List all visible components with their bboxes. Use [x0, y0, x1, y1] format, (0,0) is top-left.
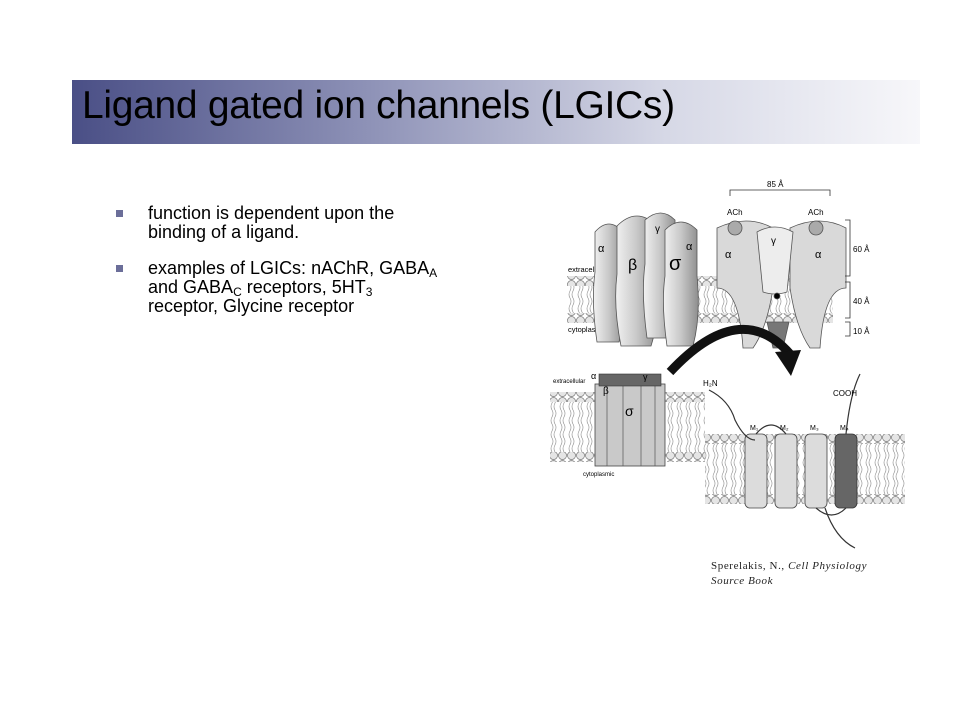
alpha-label: α [598, 243, 605, 255]
sigma-label: σ [669, 253, 682, 275]
square-bullet-icon [116, 210, 123, 217]
beta-label: β [628, 257, 637, 274]
arrowhead-icon [775, 350, 801, 376]
dim-40-label: 40 Å [853, 297, 870, 306]
alpha-label: α [815, 249, 822, 261]
sigma-label: σ [625, 403, 634, 419]
m4-label: M₄ [840, 425, 849, 432]
helix-m1 [744, 433, 768, 509]
helix-m3 [804, 433, 828, 509]
gamma-label: γ [655, 224, 660, 235]
bullet-text: and GABAC receptors, 5HT3 [148, 277, 373, 299]
width-85-label: 85 Å [767, 180, 784, 189]
dimension-brackets [729, 189, 851, 337]
ach-right-label: ACh [808, 208, 824, 217]
subunit-topology [705, 373, 905, 549]
cytoplasmic-label: cytoplasmic [568, 325, 607, 334]
gamma-label: γ [643, 372, 648, 382]
bullet-item-function: function is dependent upon the binding o… [112, 204, 552, 242]
membrane-block-3d [550, 373, 705, 467]
alpha-label: α [725, 249, 732, 261]
receptor-cross-section [716, 220, 847, 349]
curved-arrow-icon [666, 325, 794, 376]
figure-citation: Sperelakis, N., Cell Physiology Source B… [711, 560, 868, 587]
ach-ligand-icon [808, 220, 824, 236]
m2-label: M₂ [780, 425, 789, 432]
m3-label: M₃ [810, 425, 819, 432]
receptor-diagram: extracellular cytoplasmic α β γ σ α ACh … [550, 180, 905, 549]
c-terminus-label: COOH [833, 389, 857, 398]
receptor-figure: extracellular cytoplasmic α β γ σ α ACh … [495, 172, 940, 562]
n-terminus-label: H₂N [703, 379, 718, 388]
ach-ligand-icon [727, 220, 743, 236]
alpha-label: α [686, 241, 693, 253]
bullet-text: receptor, Glycine receptor [148, 296, 355, 316]
helix-m4 [834, 433, 858, 509]
bullet-list: function is dependent upon the binding o… [112, 204, 552, 333]
gamma-label: γ [771, 236, 776, 247]
bullet-item-examples: examples of LGICs: nAChR, GABAA and GABA… [112, 259, 552, 316]
m1-label: M₁ [750, 425, 759, 432]
dim-60-label: 60 Å [853, 245, 870, 254]
square-bullet-icon [116, 265, 123, 272]
receptor-pentamer-3d [593, 212, 699, 347]
bullet-text: binding of a ligand. [148, 222, 300, 242]
ach-left-label: ACh [727, 208, 743, 217]
title-bar [72, 80, 920, 144]
bullet-text: examples of LGICs: nAChR, GABAA [148, 258, 438, 280]
alpha-label: α [591, 371, 596, 381]
beta-label: β [603, 386, 609, 397]
dim-10-label: 10 Å [853, 327, 870, 336]
helix-m2 [774, 433, 798, 509]
cytoplasmic-label: cytoplasmic [583, 472, 614, 478]
extracellular-label: extracellular [568, 265, 609, 274]
slide-title: Ligand gated ion channels (LGICs) [82, 84, 675, 127]
extracellular-label: extracellular [553, 379, 585, 385]
bullet-text: function is dependent upon the [148, 203, 395, 223]
